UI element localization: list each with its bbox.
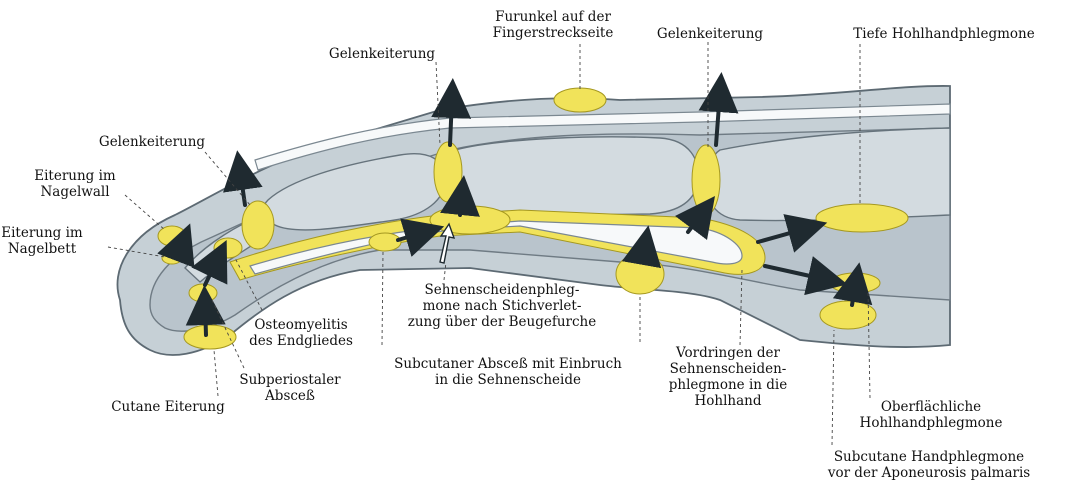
pus-sheath-swelling [430,206,510,234]
label-vordringen-line: phlegmone in die [669,377,787,393]
pus-subcutan-abscess [369,233,401,251]
label-gelenk3: Gelenkeiterung [657,26,764,42]
label-subperiost-line: Subperiostaler [239,372,341,388]
label-nagelbett-line: Nagelbett [8,241,77,257]
label-sehnen-line: Sehnenscheidenphleg- [425,282,580,298]
label-oberflaechlich-line: Oberflächliche [881,399,981,415]
pus-subcutan-palm [616,254,664,294]
label-nagelwall-line: Eiterung im [34,168,116,184]
label-oberflaechlich-line: Hohlhandphlegmone [860,415,1003,431]
label-subcutan-hand-line: Subcutane Handphlegmone [834,449,1024,465]
label-furunkel-line: Fingerstreckseite [493,25,614,41]
label-nagelwall-line: Nagelwall [40,184,109,200]
pus-subcutan-hand [820,301,876,329]
label-vordringen-line: Vordringen der [675,345,780,361]
leader-cutane [214,350,218,396]
leader-subcutan-hand [832,330,834,445]
label-cutane-line: Cutane Eiterung [111,399,225,415]
pus-middle-joint [434,142,462,202]
pus-tiefe [816,204,908,232]
pus-distal-joint [242,201,274,249]
label-gelenk2: Gelenkeiterung [329,46,436,62]
label-cutane: Cutane Eiterung [111,399,225,415]
label-sehnen-line: zung über der Beugefurche [408,314,597,330]
label-vordringen-line: Hohlhand [695,393,762,409]
label-subcutan-abscess-line: in die Sehnenscheide [435,372,581,388]
label-gelenk3-line: Gelenkeiterung [657,26,764,42]
pus-subperiostal [189,284,217,302]
label-subperiost-line: Absceß [264,388,315,404]
pus-furunkel [554,88,606,112]
arrow-cutane [205,305,206,335]
label-tiefe-line: Tiefe Hohlhandphlegmone [853,26,1034,42]
label-sehnen-line: mone nach Stichverlet- [423,298,582,314]
arrow-middle-joint-2 [460,195,462,215]
pus-proximal-joint [692,145,720,215]
label-sehnen: Sehnenscheidenphleg-mone nach Stichverle… [408,282,597,330]
label-gelenk1: Gelenkeiterung [99,134,206,150]
label-gelenk2-line: Gelenkeiterung [329,46,436,62]
label-nagelbett-line: Eiterung im [1,225,83,241]
label-furunkel-line: Furunkel auf der [495,9,611,25]
label-osteo-line: Osteomyelitis [254,317,347,333]
label-vordringen-line: Sehnenscheiden- [670,361,787,377]
label-subcutan-hand-line: vor der Aponeurosis palmaris [827,465,1030,481]
label-osteo-line: des Endgliedes [249,333,353,349]
label-subcutan-abscess-line: Subcutaner Absceß mit Einbruch [394,356,622,372]
proximal-phalanx-bone [452,137,698,216]
pus-osteomyelitis [214,238,242,258]
pus-cutane [184,325,236,349]
arrow-middle-joint [450,98,452,145]
label-tiefe: Tiefe Hohlhandphlegmone [853,26,1034,42]
label-gelenk1-line: Gelenkeiterung [99,134,206,150]
